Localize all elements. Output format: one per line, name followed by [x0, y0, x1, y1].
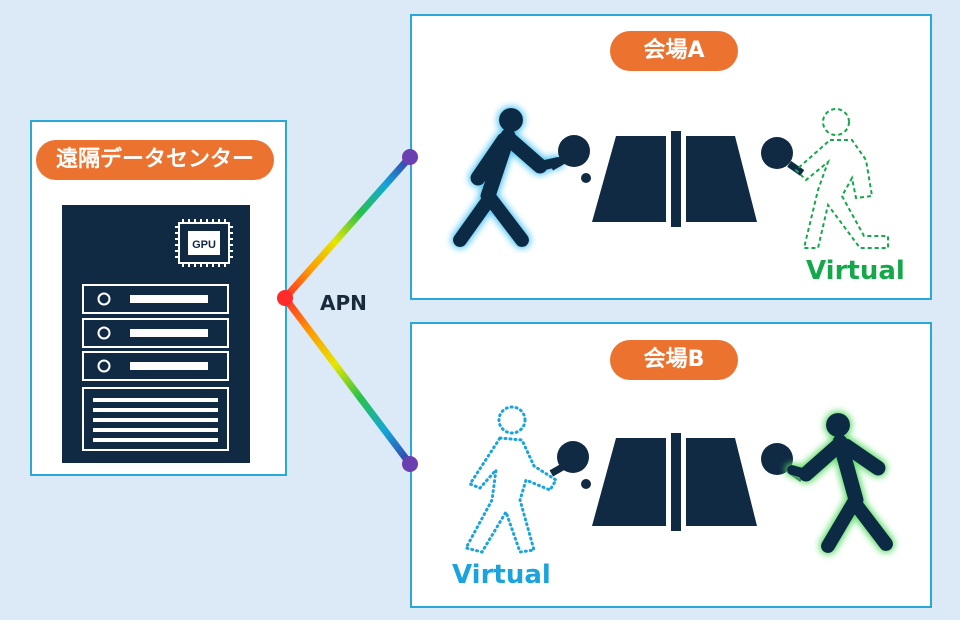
ball-icon [581, 173, 591, 183]
virtual-player-b-icon [463, 405, 559, 554]
venue-b-endpoint-dot [402, 456, 418, 472]
server-unit [82, 351, 229, 381]
ping-pong-table-icon [592, 129, 757, 229]
apn-connection [277, 149, 418, 472]
datacenter-title: 遠隔データセンター [36, 140, 274, 180]
gpu-chip-icon: GPU [175, 219, 233, 267]
paddle-icon [549, 135, 590, 171]
ping-pong-table-icon [592, 431, 757, 533]
real-player-a-icon [453, 108, 563, 247]
server-unit [82, 318, 229, 348]
virtual-label-a: Virtual [806, 256, 905, 286]
paddle-icon [549, 441, 589, 477]
real-player-b-icon [787, 413, 893, 553]
venue-b-title: 会場B [610, 340, 738, 380]
apn-origin-dot [277, 290, 293, 306]
storage-unit [82, 387, 229, 451]
apn-label: APN [320, 291, 367, 315]
venue-a-title: 会場A [610, 31, 738, 71]
venue-a-endpoint-dot [402, 149, 418, 165]
gpu-label: GPU [192, 239, 216, 251]
server-rack-icon: GPU [62, 205, 250, 463]
virtual-label-b: Virtual [452, 560, 551, 590]
virtual-player-a-icon [794, 108, 889, 249]
ball-icon [581, 479, 591, 489]
server-unit [82, 284, 229, 314]
paddle-icon [761, 137, 805, 176]
